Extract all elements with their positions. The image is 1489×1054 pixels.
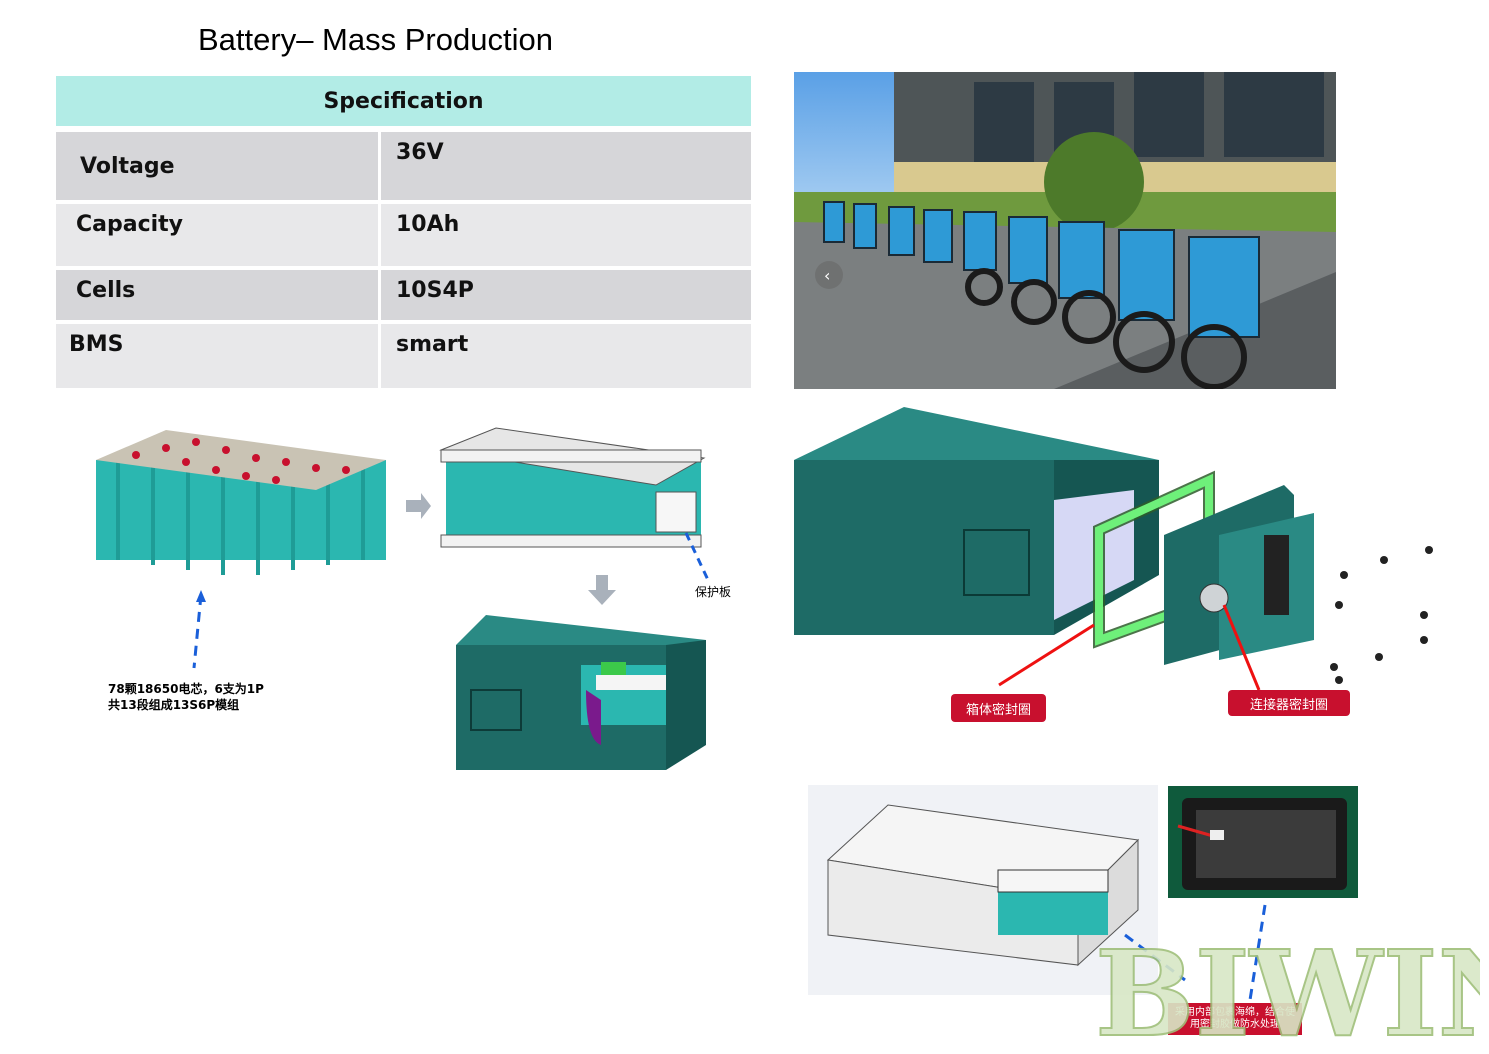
spec-row-voltage: Voltage 36V — [56, 132, 751, 200]
spec-row-cells: Cells 10S4P — [56, 270, 751, 320]
box-seal-label: 箱体密封圈 — [951, 694, 1046, 722]
waterproof-note-label: 采用内部包裹海绵，结合使用密封胶做防水处理 — [1168, 1003, 1302, 1035]
spec-label: Voltage — [56, 132, 381, 200]
spec-value: smart — [381, 324, 751, 388]
spec-label: Capacity — [56, 204, 381, 266]
biwin-watermark-logo: BIWIN — [1094, 905, 1489, 1054]
cell-note-line1: 78颗18650电芯，6支为1P — [108, 682, 264, 696]
spec-value: 36V — [381, 132, 751, 200]
protection-board-label: 保护板 — [695, 585, 732, 599]
enclosure-cutaway-render — [808, 785, 1158, 995]
cell-note-line2: 共13段组成13S6P模组 — [108, 698, 240, 712]
svg-text:BIWIN: BIWIN — [1095, 924, 1480, 1045]
cell-module-diagram — [56, 400, 756, 790]
spec-row-bms: BMS smart — [56, 324, 751, 388]
connector-seal-label: 连接器密封圈 — [1228, 690, 1350, 716]
gasket-photo — [1168, 786, 1358, 898]
exploded-enclosure-diagram — [794, 405, 1454, 735]
scooter-photo: ‹ — [794, 72, 1336, 390]
spec-row-capacity: Capacity 10Ah — [56, 204, 751, 266]
slide-title: Battery– Mass Production — [198, 22, 553, 57]
spec-value: 10S4P — [381, 270, 751, 320]
spec-value: 10Ah — [381, 204, 751, 266]
spec-label: Cells — [56, 270, 381, 320]
spec-label: BMS — [56, 324, 381, 388]
spec-table: Specification Voltage 36V Capacity 10Ah … — [56, 76, 751, 388]
svg-text:‹: ‹ — [824, 266, 830, 285]
spec-header: Specification — [56, 76, 751, 126]
